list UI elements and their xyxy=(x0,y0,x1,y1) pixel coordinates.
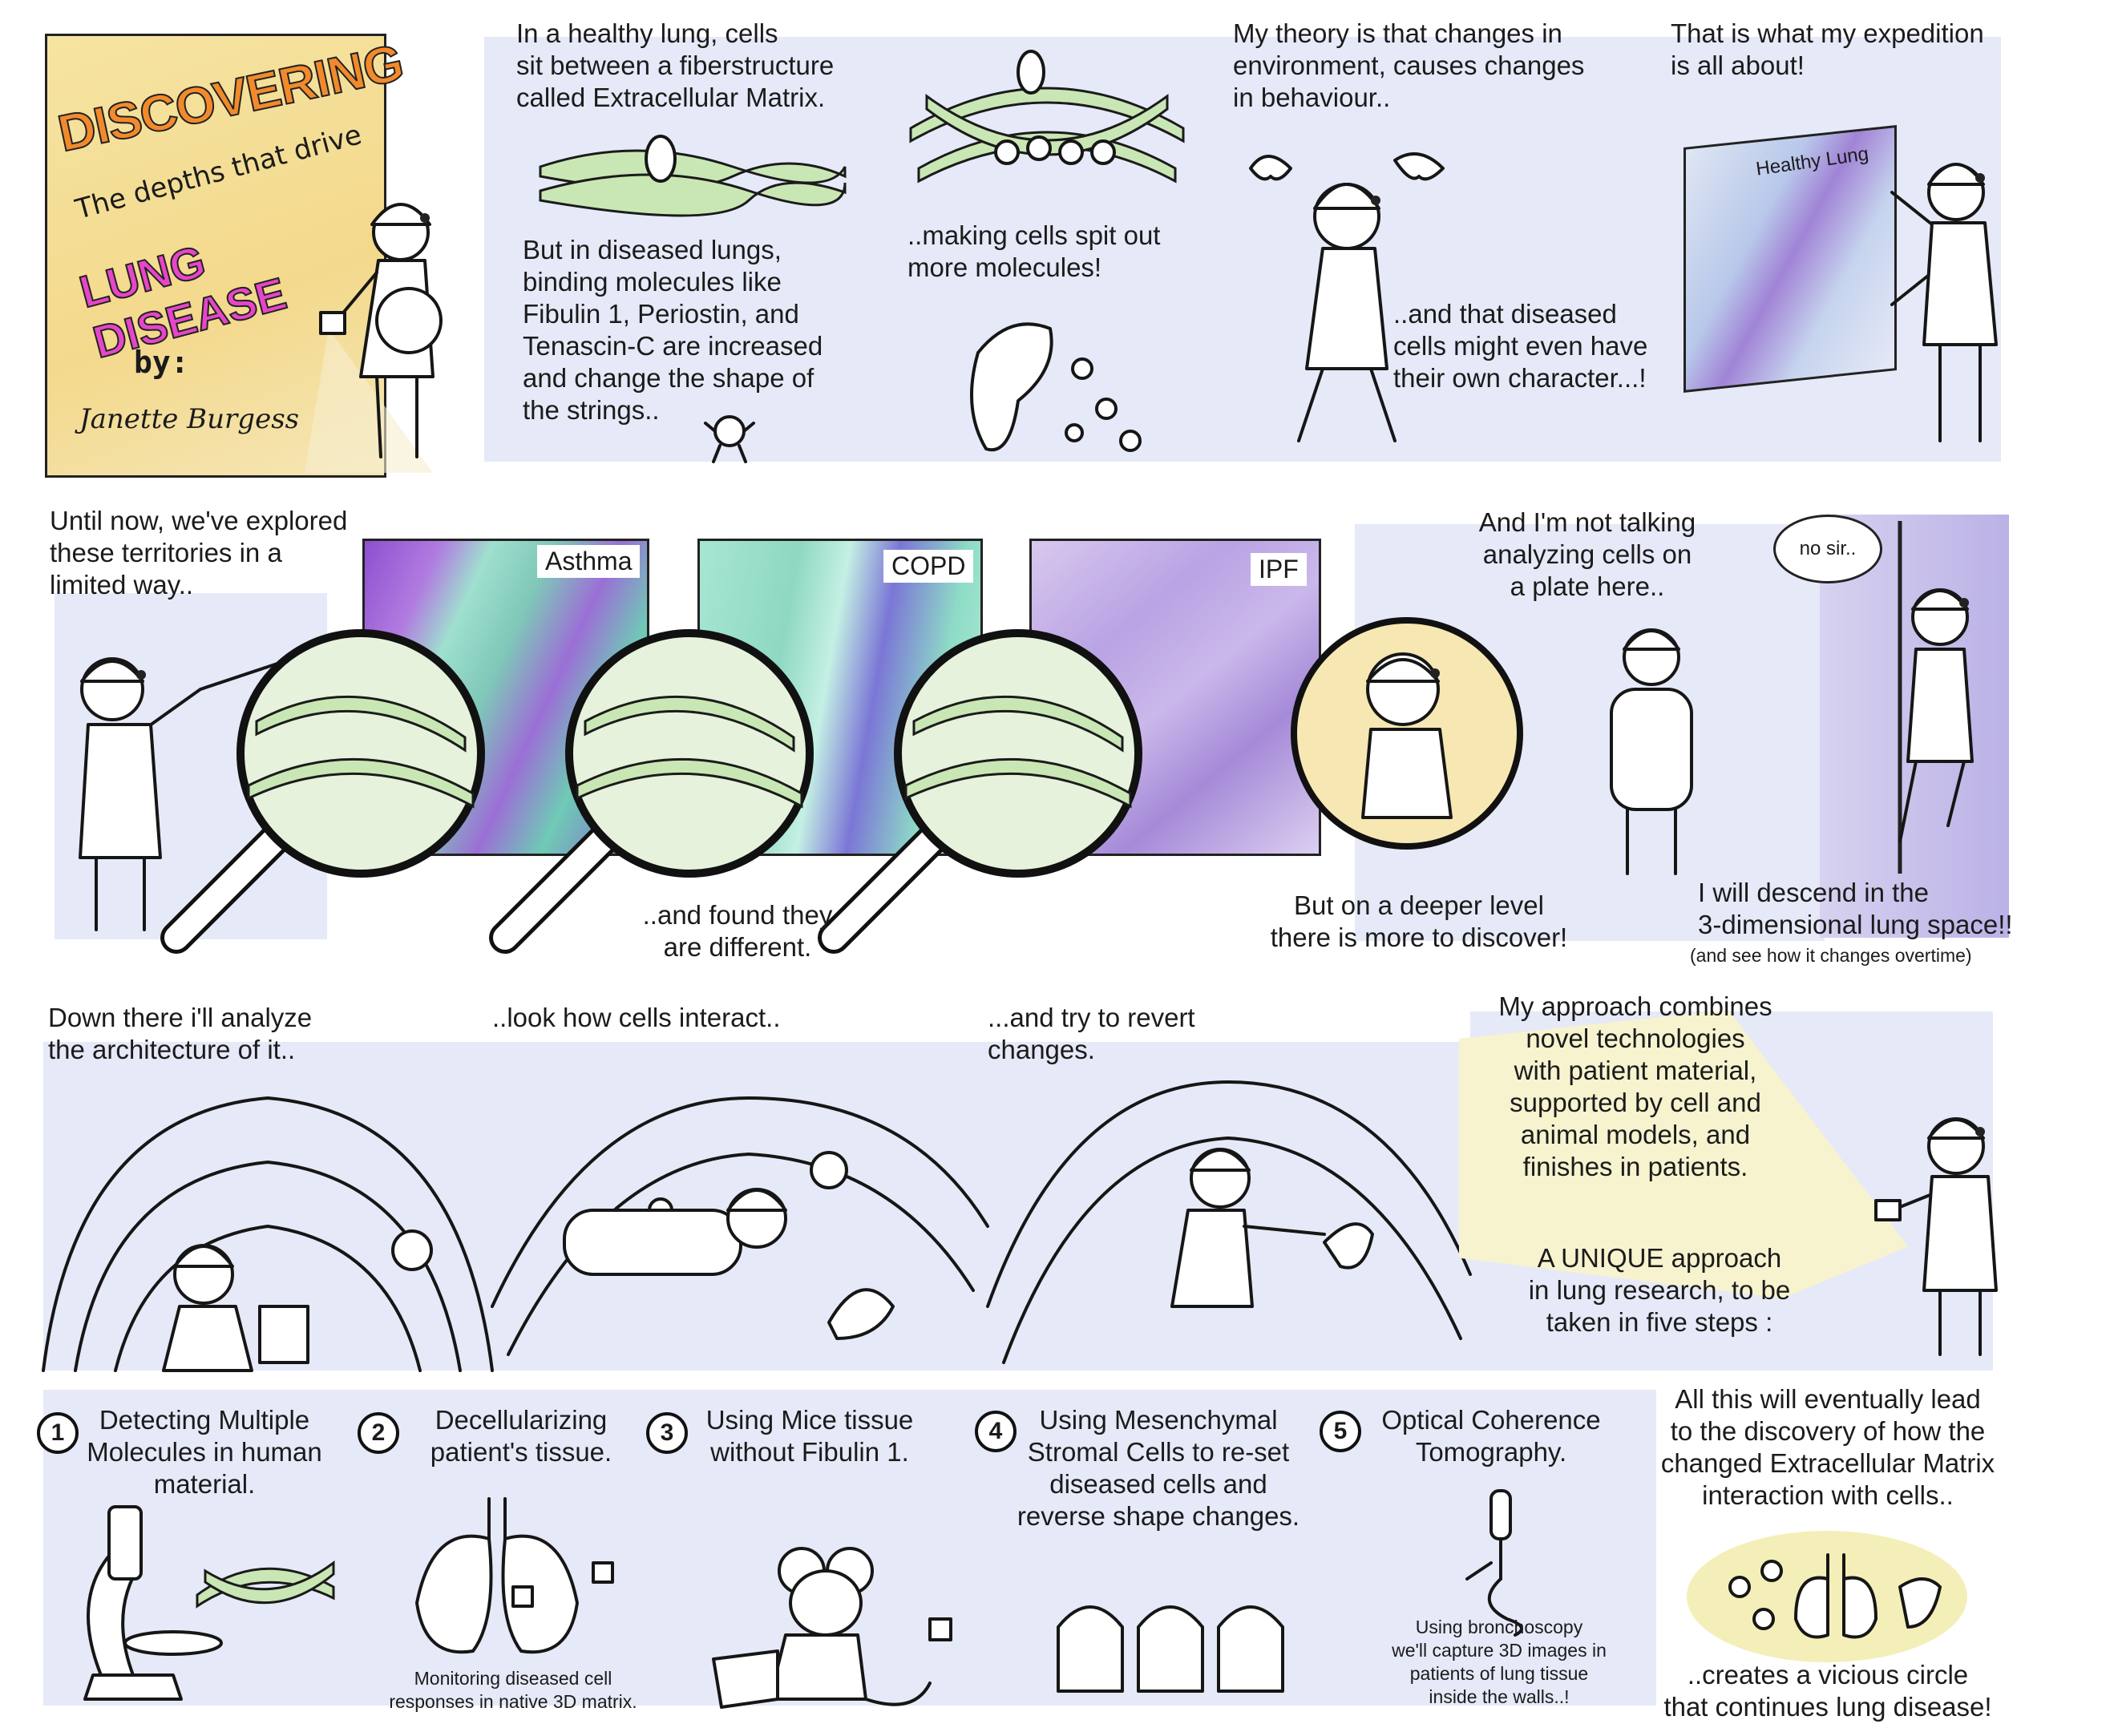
stromal-cells-with-helmets-illustration xyxy=(1057,1605,1284,1693)
explorer-backpack-illustration xyxy=(1610,628,1693,875)
cave-architecture-illustration xyxy=(42,1096,494,1372)
text-expedition: That is what my expedition is all about! xyxy=(1671,18,1984,80)
copd-label: COPD xyxy=(883,550,974,583)
step-4-title: Using Mesenchymal Stromal Cells to re-se… xyxy=(1017,1405,1300,1531)
explorer-with-flashlight-illustration xyxy=(305,203,443,473)
step-5-caption: Using bronchoscopy we'll capture 3D imag… xyxy=(1392,1617,1607,1707)
text-revert: ...and try to revert changes. xyxy=(988,1003,1195,1064)
text-unique: A UNIQUE approach in lung research, to b… xyxy=(1528,1243,1791,1337)
cover-author: Janette Burgess xyxy=(79,403,300,435)
step-5-title: Optical Coherence Tomography. xyxy=(1381,1405,1601,1467)
lungs-with-tissue-cube-illustration xyxy=(415,1497,614,1654)
step-2-title: Decellularizing patient's tissue. xyxy=(430,1405,612,1467)
no-sir-bubble: no sir.. xyxy=(1773,515,1882,583)
text-deeper-level: But on a deeper level there is more to d… xyxy=(1270,890,1568,952)
text-healthy-lung: In a healthy lung, cells sit between a f… xyxy=(516,18,835,112)
text-explored: Until now, we've explored these territor… xyxy=(50,506,348,600)
text-theory: My theory is that changes in environment… xyxy=(1233,18,1585,112)
step-2-caption: Monitoring diseased cell responses in na… xyxy=(389,1668,637,1712)
text-spit-molecules: ..making cells spit out more molecules! xyxy=(907,220,1161,282)
fiber-strings-illustration xyxy=(539,135,847,217)
step-5-number: 5 xyxy=(1320,1411,1361,1452)
magnifier-ipf-illustration xyxy=(818,629,1142,954)
step-1-title: Detecting Multiple Molecules in human ma… xyxy=(87,1405,322,1499)
text-found-different: ..and found they are different. xyxy=(642,900,833,962)
explorer-pointing-illustration xyxy=(79,656,298,931)
explorer-on-rope-illustration xyxy=(1898,521,1974,874)
text-descend: I will descend in the 3-dimensional lung… xyxy=(1698,878,2013,939)
mouse-with-cheese-illustration xyxy=(712,1547,952,1709)
cover-by: by: xyxy=(134,345,189,380)
panel-extracellular-matrix xyxy=(484,37,1199,462)
text-finale-lead: All this will eventually lead to the dis… xyxy=(1660,1384,1995,1510)
step-2-number: 2 xyxy=(358,1412,399,1454)
magnifier-asthma-illustration xyxy=(160,629,485,954)
step-4-number: 4 xyxy=(975,1411,1017,1452)
text-architecture: Down there i'll analyze the architecture… xyxy=(48,1003,313,1064)
explorer-with-map-illustration xyxy=(1890,163,1998,442)
cells-in-fiber-nest-illustration xyxy=(909,50,1185,184)
cell-spitting-molecules-illustration xyxy=(970,322,1142,452)
cave-interact-illustration xyxy=(491,1096,989,1356)
text-plate: And I'm not talking analyzing cells on a… xyxy=(1478,507,1696,601)
step-3-title: Using Mice tissue without Fibulin 1. xyxy=(705,1405,914,1467)
explorer-portrait-illustration xyxy=(1361,652,1453,819)
small-cell-figure xyxy=(704,415,755,463)
explorer-flashlight-illustration xyxy=(1874,1117,1998,1356)
text-cell-character: ..and that diseased cells might even hav… xyxy=(1393,299,1648,393)
vicious-circle-illustration xyxy=(1728,1553,1942,1639)
microscope-illustration xyxy=(83,1505,335,1701)
step-1-number: 1 xyxy=(37,1412,79,1454)
explorer-thinking-illustration xyxy=(1249,152,1445,442)
text-diseased-lungs: But in diseased lungs, binding molecules… xyxy=(523,235,823,425)
magnifier-copd-illustration xyxy=(489,629,814,954)
bronchoscope-illustration xyxy=(1465,1489,1523,1637)
cave-revert-illustration xyxy=(986,1080,1472,1364)
asthma-label: Asthma xyxy=(537,545,641,578)
text-finale-circle: ..creates a vicious circle that continue… xyxy=(1663,1660,1992,1722)
text-interact: ..look how cells interact.. xyxy=(492,1003,781,1032)
step-3-number: 3 xyxy=(646,1412,688,1454)
cover-panel: DISCOVERING The depths that drive LUNG D… xyxy=(45,32,409,478)
text-overtime: (and see how it changes overtime) xyxy=(1690,945,1972,966)
ipf-label: IPF xyxy=(1251,553,1307,586)
text-approach: My approach combines novel technologies … xyxy=(1498,991,1772,1181)
